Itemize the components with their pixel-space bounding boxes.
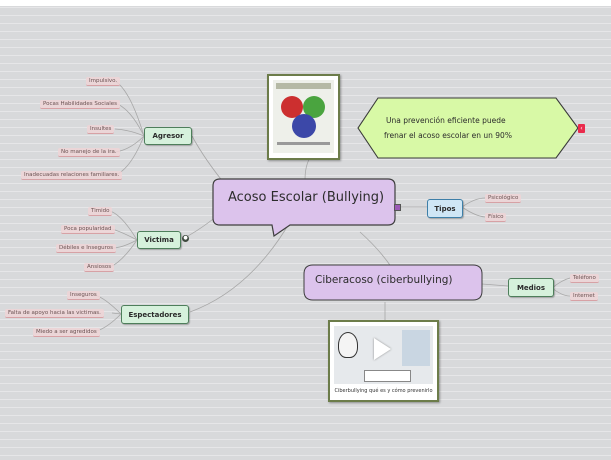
- leaf-telefono[interactable]: Teléfono: [570, 274, 599, 283]
- video-frame: [334, 326, 433, 384]
- leaf-psicologico[interactable]: Psicológico: [485, 194, 522, 203]
- video-title-card: [364, 370, 411, 382]
- video-side-scene: [402, 330, 430, 366]
- leaf-ansiosos[interactable]: Ansiosos: [84, 263, 115, 272]
- node-medios[interactable]: Medios: [508, 278, 554, 297]
- video-thumbnail[interactable]: Ciberbullying qué es y cómo prevenirlo: [328, 320, 439, 402]
- node-victima[interactable]: Victima: [137, 231, 181, 249]
- leaf-impulsivo[interactable]: Impulsivo.: [86, 77, 121, 86]
- leaf-miedo-agredidos[interactable]: Miedo a ser agredidos: [33, 328, 100, 337]
- cartoon-face-icon: [338, 332, 358, 358]
- leaf-insultes[interactable]: Insultes: [87, 125, 115, 134]
- book-footer-line: [277, 142, 330, 145]
- blue-circle: [292, 114, 316, 138]
- leaf-inseguros[interactable]: Inseguros: [67, 291, 100, 300]
- play-icon[interactable]: [374, 338, 391, 360]
- leaf-falta-apoyo[interactable]: Falta de apoyo hacia las victimas.: [5, 309, 104, 318]
- node-espectadores[interactable]: Espectadores: [121, 305, 189, 324]
- node-agresor[interactable]: Agresor: [144, 127, 192, 145]
- leaf-poca-popularidad[interactable]: Poca popularidad: [61, 225, 115, 234]
- ciber-node-shape: [303, 264, 483, 301]
- leaf-pocas-habilidades[interactable]: Pocas Habilidades Sociales: [40, 100, 120, 109]
- leaf-debiles-inseguros[interactable]: Débiles e Inseguros: [56, 244, 117, 253]
- red-circle: [281, 96, 303, 118]
- callout-note[interactable]: Una prevención eficiente puede frenar el…: [356, 96, 582, 162]
- green-circle: [303, 96, 325, 118]
- node-tipos[interactable]: Tipos: [427, 199, 463, 218]
- leaf-fisico[interactable]: Físico: [485, 213, 507, 222]
- leaf-internet[interactable]: Internet: [570, 292, 598, 301]
- callout-line-1: Una prevención eficiente puede: [386, 116, 506, 125]
- callout-shape: [357, 97, 579, 159]
- callout-line-2: frenar el acoso escolar en un 90%: [384, 131, 512, 140]
- central-node[interactable]: Acoso Escolar (Bullying): [212, 176, 396, 226]
- collapse-handle[interactable]: [394, 204, 401, 211]
- link-tag-icon[interactable]: ‹: [578, 124, 585, 133]
- ciber-label: Ciberacoso (ciberbullying): [315, 274, 453, 286]
- central-node-label: Acoso Escolar (Bullying): [228, 190, 385, 205]
- leaf-relaciones-familiares[interactable]: Inadecuadas relaciones familiares.: [21, 171, 123, 180]
- book-cover-image[interactable]: [267, 74, 340, 160]
- globe-icon[interactable]: ●: [182, 235, 189, 242]
- link-central-espectadores: [189, 221, 291, 313]
- leaf-no-manejo-ira[interactable]: No manejo de la ira.: [58, 148, 120, 157]
- top-edge-bar: [0, 0, 611, 6]
- video-caption: Ciberbullying qué es y cómo prevenirlo: [334, 388, 433, 394]
- book-title-bar: [276, 83, 331, 89]
- leaf-timido[interactable]: Timido: [88, 207, 113, 216]
- node-ciberacoso[interactable]: Ciberacoso (ciberbullying): [303, 263, 483, 301]
- central-node-shape: [212, 178, 396, 238]
